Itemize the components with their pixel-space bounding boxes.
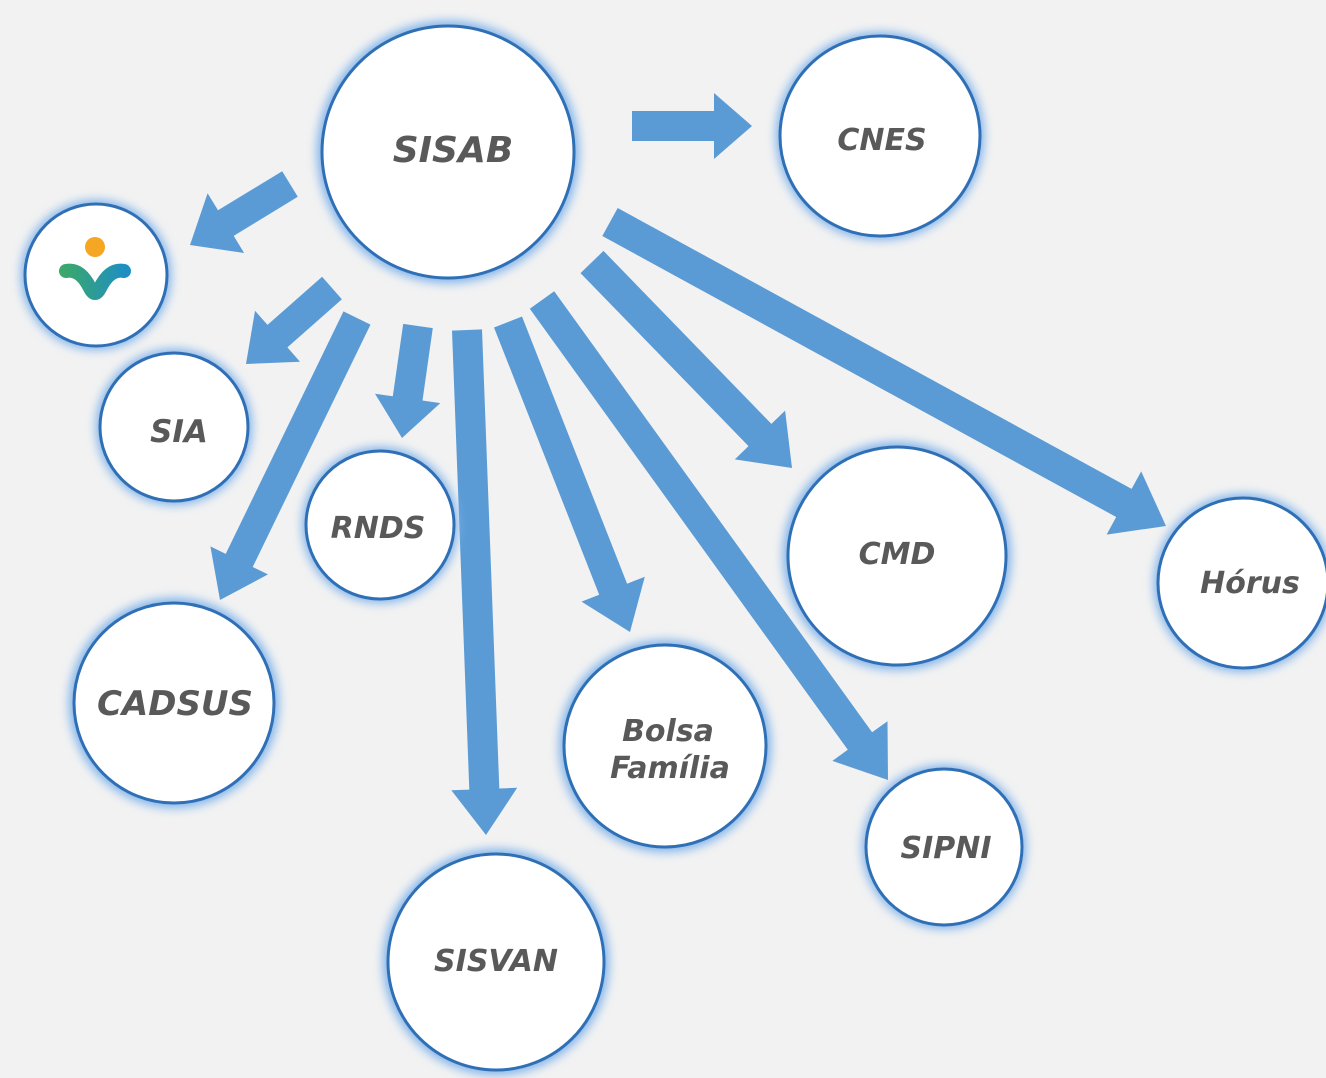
- arrow-sisab-to-cadsus: [210, 311, 371, 600]
- node-cnes[interactable]: CNES: [776, 32, 984, 240]
- arrow-sisab-to-rnds: [375, 323, 441, 438]
- node-sisab-label: SISAB: [393, 130, 514, 171]
- app-logo-icon: [59, 237, 131, 300]
- node-horus-label: Hórus: [1200, 566, 1300, 601]
- node-cmd-label: CMD: [859, 537, 936, 572]
- node-cadsus[interactable]: CADSUS: [69, 598, 279, 808]
- node-bolsa-familia[interactable]: Bolsa Família: [559, 640, 771, 852]
- node-horus[interactable]: Hórus: [1154, 494, 1326, 672]
- arrow-sisab-to-sisvan: [451, 329, 518, 835]
- node-sia[interactable]: SIA: [96, 349, 252, 505]
- node-bolsa-label-line2: Família: [610, 751, 730, 786]
- arrow-sisab-to-cnes: [632, 93, 752, 159]
- node-sisvan[interactable]: SISVAN: [383, 849, 609, 1075]
- node-sipni[interactable]: SIPNI: [862, 765, 1026, 929]
- node-cadsus-label: CADSUS: [97, 684, 253, 724]
- node-sia-label: SIA: [150, 414, 208, 450]
- arrow-sisab-to-horus: [602, 208, 1166, 535]
- node-rnds-label: RNDS: [331, 511, 426, 546]
- node-rnds[interactable]: RNDS: [302, 447, 458, 603]
- arrow-sisab-to-logo: [190, 171, 298, 253]
- node-bolsa-label-line1: Bolsa: [622, 714, 714, 749]
- node-sisvan-label: SISVAN: [434, 944, 558, 979]
- arrow-sisab-to-sipni: [529, 291, 888, 780]
- nodes-layer: SISAB CNES SIA RNDS: [21, 21, 1326, 1075]
- node-sipni-label: SIPNI: [900, 831, 991, 866]
- arrow-sisab-to-sia: [246, 276, 342, 364]
- arrow-sisab-to-bolsa: [494, 316, 645, 632]
- node-logo[interactable]: [21, 200, 171, 350]
- node-cnes-label: CNES: [837, 123, 926, 158]
- node-sisab[interactable]: SISAB: [317, 21, 579, 283]
- arrow-sisab-to-cmd: [580, 250, 792, 468]
- arrows-layer: [190, 93, 1166, 835]
- node-cmd[interactable]: CMD: [783, 442, 1011, 670]
